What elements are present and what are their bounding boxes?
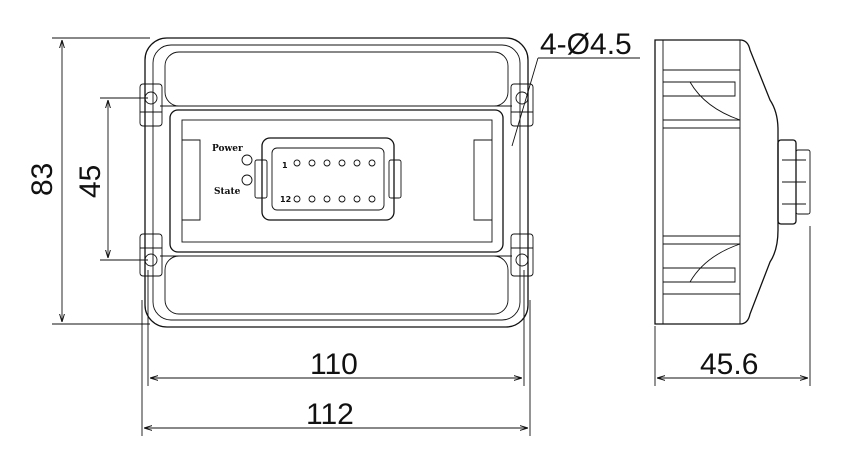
connector-pin [323, 195, 331, 203]
connector-pin [338, 195, 346, 203]
connector-pin [368, 159, 376, 167]
power-led-label: Power [212, 144, 243, 154]
dim-depth-45-6: 45.6 [700, 348, 758, 381]
mounting-ear-left-top [139, 83, 163, 127]
connector-pin [308, 159, 316, 167]
pin-1-label: 1 [282, 161, 288, 170]
mounting-ear-left-bottom [139, 233, 163, 277]
connector-pin [308, 195, 316, 203]
connector-pin [368, 195, 376, 203]
connector-pin [353, 195, 361, 203]
dim-width-110: 110 [310, 348, 358, 381]
connector-pin [323, 159, 331, 167]
dim-width-112: 112 [306, 398, 354, 431]
connector-pin [293, 159, 301, 167]
dim-spacing-45: 45 [74, 165, 107, 198]
connector-pin [338, 159, 346, 167]
connector-12pin: 1 12 [254, 137, 402, 221]
dim-height-83: 83 [26, 163, 59, 196]
power-led [241, 154, 253, 166]
dimension-lines [52, 37, 811, 436]
connector-pin [293, 195, 301, 203]
mounting-ear-right-bottom [510, 233, 534, 277]
side-view [654, 39, 811, 325]
state-led-label: State [214, 187, 241, 197]
pin-12-label: 12 [280, 195, 291, 204]
dim-holes-label: 4-Ø4.5 [540, 28, 632, 61]
mounting-ear-right-top [510, 83, 534, 127]
connector-pin [353, 159, 361, 167]
state-led [241, 174, 253, 186]
front-view: Power State 1 12 [139, 37, 534, 328]
